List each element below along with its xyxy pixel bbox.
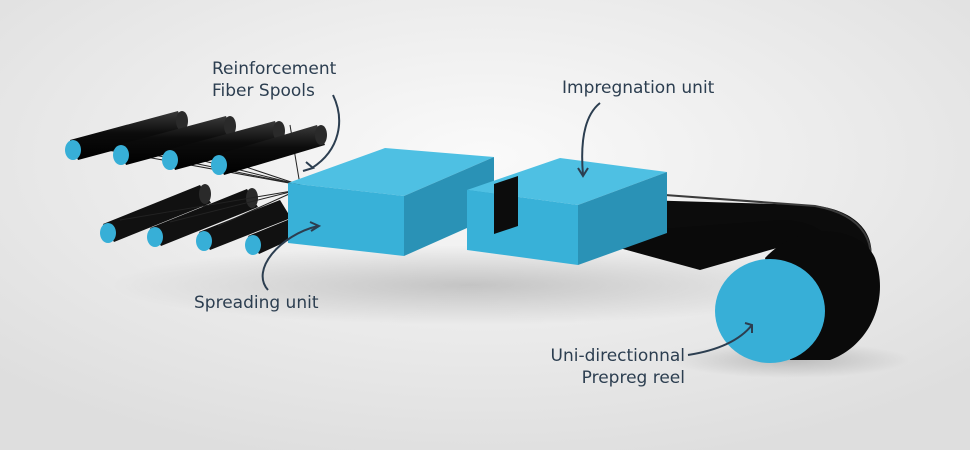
spool-end: [100, 223, 116, 243]
arrow-reel: [687, 324, 753, 356]
label-impregnation-unit: Impregnation unit: [562, 78, 715, 98]
label-spreading-unit: Spreading unit: [194, 293, 319, 313]
spool-end: [113, 145, 129, 165]
spool-end: [196, 231, 212, 251]
arrow-spreading: [261, 225, 319, 291]
spool-end: [147, 227, 163, 247]
floor-shadow: [110, 245, 830, 325]
spool-end: [162, 150, 178, 170]
reel-face: [715, 259, 825, 363]
prepreg-reel: [715, 231, 880, 363]
arrow-impregnation: [581, 102, 601, 176]
spool-end: [65, 140, 81, 160]
label-prepreg-reel-line2: Prepreg reel: [581, 368, 685, 388]
callout-arrows: [261, 94, 753, 356]
spool-end: [245, 235, 261, 255]
fiber-spools-top: [65, 111, 327, 175]
spreading-unit-box: [288, 148, 494, 256]
label-fiber-spools-line2: Fiber Spools: [212, 81, 315, 101]
label-prepreg-reel: Uni-directionnal Prepreg reel: [530, 345, 686, 389]
label-prepreg-reel-line1: Uni-directionnal: [550, 346, 686, 366]
label-fiber-spools-line1: Reinforcement: [212, 59, 337, 79]
sheet-between: [494, 176, 518, 234]
label-fiber-spools: Reinforcement Fiber Spools: [212, 58, 336, 102]
spool-end: [211, 155, 227, 175]
arrow-fiber-spools: [311, 94, 341, 169]
